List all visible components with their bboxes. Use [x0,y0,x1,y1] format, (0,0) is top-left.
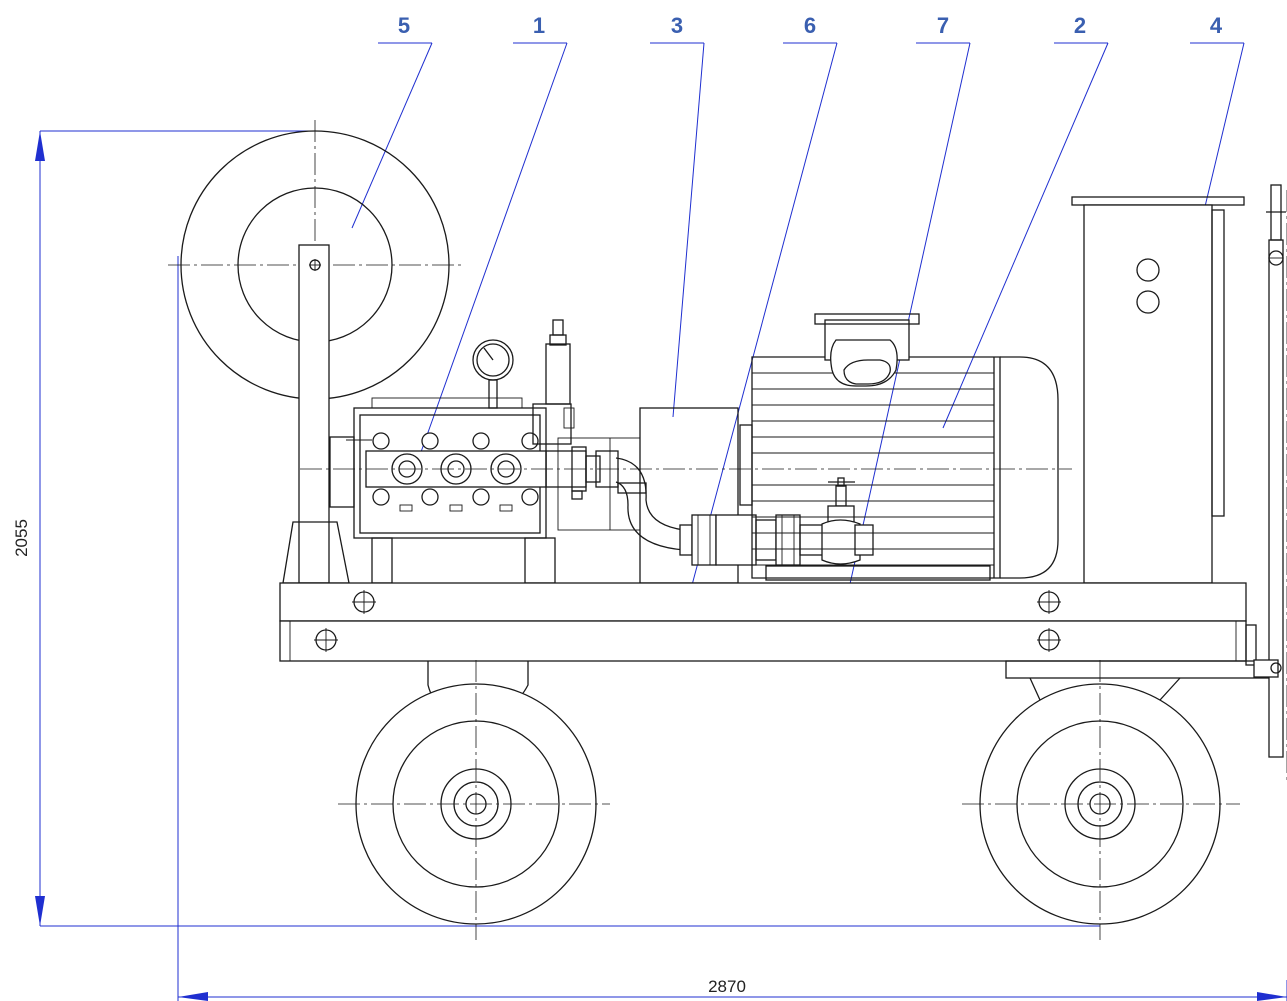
pump-bolts-bottom [372,488,539,506]
front-wheel [338,660,610,940]
length-dimension: 2870 [177,256,1287,1001]
tow-bar [1253,184,1287,780]
height-dimension-label: 2055 [12,519,31,557]
electric-motor [739,313,1059,581]
callout-4: 4 [1210,13,1223,38]
callout-7: 7 [937,13,949,38]
pump-bolts-top [372,432,539,450]
plunger-pump [329,319,619,584]
callout-6: 6 [804,13,816,38]
height-dimension: 2055 [12,130,1100,927]
callout-5: 5 [398,13,410,38]
callout-1: 1 [533,13,545,38]
frame-mount-holes [314,590,1061,652]
callout-labels: 5 1 3 6 7 2 4 [398,13,1223,38]
length-dimension-label: 2870 [708,977,746,996]
control-cabinet [1071,196,1245,584]
trailer-frame [279,582,1269,679]
discharge-piping [615,457,825,566]
indicator-lamp-top [1136,258,1160,282]
callout-2: 2 [1074,13,1086,38]
gate-valve [821,477,874,565]
hose-reel [168,120,462,584]
indicator-lamp-bottom [1136,290,1160,314]
callout-3: 3 [671,13,683,38]
rear-wheel [962,660,1240,940]
